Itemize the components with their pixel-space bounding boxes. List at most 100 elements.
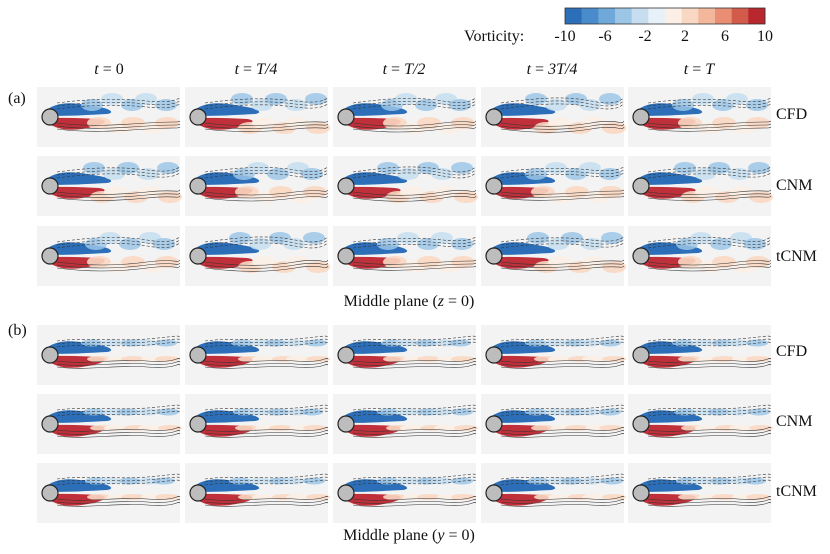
contour-line	[500, 430, 625, 435]
row-label-a-1: CNM	[776, 177, 813, 194]
vorticity-field-tile	[628, 325, 772, 385]
contour-line	[56, 358, 181, 363]
wake-vortex-positive	[695, 186, 719, 198]
wake-vortex-negative	[545, 99, 567, 111]
negative-vorticity-layer	[43, 172, 112, 185]
wake-vortex-negative	[397, 168, 419, 180]
wake-vortex-positive	[678, 494, 702, 500]
dashed-contour-line	[500, 240, 625, 246]
wake-vortex-negative	[231, 93, 253, 105]
contour-line	[204, 433, 329, 438]
colorbar-segment	[681, 8, 699, 24]
contour-line	[352, 259, 477, 265]
wake-vortex-positive	[548, 256, 572, 268]
wake-vortex-positive	[451, 256, 475, 268]
contour-line	[56, 361, 181, 366]
panel-b-caption: Middle plane (y = 0)	[343, 527, 475, 544]
cylinder	[41, 415, 59, 433]
contour-line	[500, 502, 625, 507]
colorbar-tick-label: 10	[757, 28, 773, 45]
colorbar-tick-label: 2	[681, 28, 689, 45]
vorticity-field-tile	[185, 325, 330, 385]
wake-vortex-positive	[531, 425, 555, 431]
contour-line	[500, 120, 625, 127]
wake-vortex-negative	[690, 232, 712, 244]
wake-vortex-negative	[83, 408, 105, 416]
tile-background	[37, 156, 180, 216]
contour-line	[500, 496, 625, 501]
wake-vortex-negative	[285, 99, 307, 111]
vorticity-field-tile	[185, 226, 330, 286]
contour-line	[204, 195, 329, 202]
positive-vorticity-layer	[191, 117, 253, 130]
contour-line	[647, 189, 772, 195]
contour-line	[204, 358, 329, 363]
vorticity-field-tile	[628, 226, 772, 286]
cylinder	[485, 108, 503, 126]
vorticity-field-tile	[481, 325, 626, 385]
contour-line	[204, 192, 329, 199]
vorticity-field-tile	[185, 463, 330, 523]
tile-background	[628, 394, 771, 454]
vorticity-field-tile	[333, 325, 477, 385]
vorticity-field-tile	[333, 463, 477, 523]
column-header-2: t = T/2	[382, 61, 426, 78]
contour-line	[647, 358, 772, 363]
cylinder	[485, 484, 503, 502]
cylinder	[632, 247, 650, 265]
vorticity-field-tile	[481, 156, 625, 216]
negative-vorticity-layer	[634, 172, 703, 185]
wake-vortex-negative	[415, 99, 437, 111]
wake-vortex-negative	[101, 339, 123, 347]
dashed-contour-line	[500, 103, 625, 110]
wake-vortex-positive	[678, 117, 702, 129]
contour-line	[204, 361, 329, 366]
cylinder	[632, 346, 650, 364]
contour-line	[56, 189, 181, 195]
dashed-contour-line	[56, 173, 181, 179]
contour-line	[56, 430, 181, 435]
contour-line	[647, 433, 772, 438]
wake-vortex-negative	[83, 162, 105, 174]
contour-line	[352, 192, 477, 199]
contour-line	[352, 358, 477, 363]
cylinder	[189, 346, 207, 364]
contour-line	[352, 126, 477, 133]
vorticity-field-tile	[628, 87, 772, 147]
contour-line	[56, 262, 181, 269]
dashed-contour-line	[204, 242, 329, 249]
dashed-contour-line	[56, 104, 181, 110]
positive-vorticity-layer	[487, 117, 549, 130]
cylinder	[189, 108, 207, 126]
dashed-contour-line	[500, 167, 625, 173]
positive-vorticity-layer	[191, 256, 253, 269]
wake-vortex-negative	[135, 93, 157, 105]
dashed-contour-line	[56, 167, 181, 173]
cylinder	[41, 247, 59, 265]
contour-line	[500, 192, 625, 198]
contour-line	[500, 126, 625, 133]
dashed-contour-line	[647, 98, 772, 104]
wake-vortex-positive	[531, 186, 555, 198]
wake-vortex-positive	[678, 356, 702, 362]
wake-vortex-negative	[579, 339, 601, 347]
contour-line	[204, 120, 329, 126]
wake-vortex-negative	[397, 408, 419, 416]
tile-background	[37, 463, 180, 523]
wake-vortex-positive	[712, 117, 736, 129]
dashed-contour-line	[500, 173, 625, 179]
wake-vortex-positive	[712, 256, 736, 268]
vorticity-field-tile	[481, 87, 626, 147]
wake-vortex-negative	[247, 408, 269, 416]
positive-vorticity-layer	[487, 256, 549, 269]
contour-line	[204, 496, 329, 501]
colorbar-segment	[615, 8, 632, 24]
tile-background	[333, 394, 476, 454]
row-label-b-0: CFD	[776, 343, 808, 360]
colorbar-segment	[665, 8, 682, 24]
contour-line	[56, 265, 181, 272]
contour-line	[500, 427, 625, 432]
wake-vortex-negative	[525, 339, 547, 347]
